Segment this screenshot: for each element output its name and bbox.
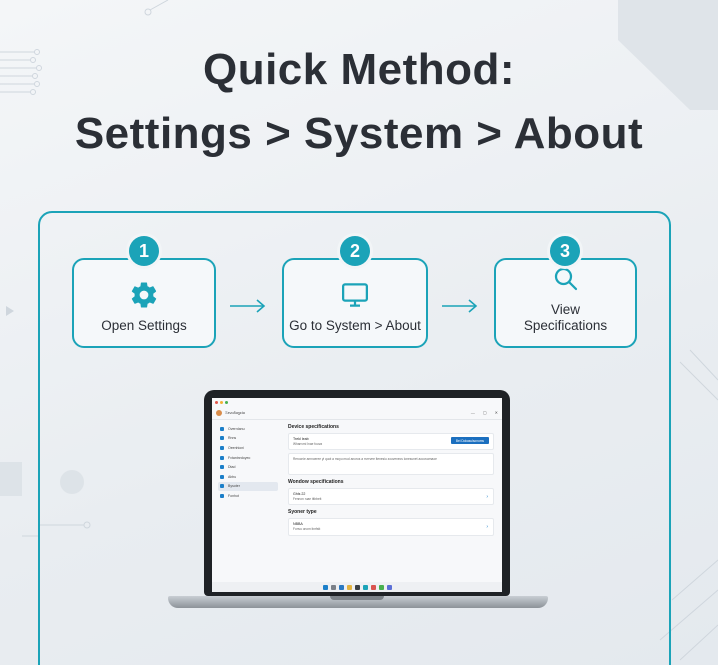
page-title: Quick Method: Settings > System > About (0, 42, 718, 162)
sidebar-item[interactable]: Abhu (218, 472, 278, 482)
taskbar-icon[interactable] (354, 584, 360, 590)
sidebar-item[interactable]: Fvtantnrdoyeo (218, 453, 278, 463)
card-line: Fonvu onom itnrfstt (293, 527, 321, 532)
taskbar-icon[interactable] (386, 584, 392, 590)
title-line-2: Settings > System > About (74, 109, 644, 158)
settings-window-header: Ξενοδοχείο — ▢ ✕ (212, 406, 502, 420)
step-open-settings: Open Settings (72, 258, 216, 348)
sidebar-item[interactable]: Fonhot (218, 491, 278, 501)
step-view-specifications: View Specifications (494, 258, 637, 348)
card-line: Ghls 22 (293, 492, 306, 497)
step-label: Go to System > About (289, 318, 421, 333)
maximize-button[interactable]: ▢ (482, 410, 487, 415)
arrow-right-icon (230, 299, 266, 313)
sidebar-item[interactable]: Dtad (218, 462, 278, 472)
steps-frame (38, 211, 671, 665)
taskbar (212, 582, 502, 592)
sidebar-item[interactable]: Oeenhioni (218, 443, 278, 453)
step-system-about: Go to System > About (282, 258, 428, 348)
windows-spec-heading: Wondow specifications (288, 479, 344, 486)
sidebar-item-active[interactable]: Bysoter (218, 481, 278, 492)
settings-main: Device specifications Trekl leab Whanvmi… (288, 422, 494, 539)
taskbar-icon[interactable] (378, 584, 384, 590)
card-line: Fennon ruae titbbeit (293, 497, 322, 501)
card-line: Whanvmi Inae fouva (293, 441, 323, 446)
step-number-badge: 2 (340, 236, 370, 266)
device-note-card: Rerocnie amnoeree yi quot a moyu mud ano… (288, 453, 494, 476)
windows-spec-card[interactable]: Ghls 22 Fennon ruae titbbeit › (288, 488, 494, 506)
gear-icon (127, 278, 161, 312)
step-label: View Specifications (523, 302, 608, 333)
system-type-card[interactable]: NBBA Fonvu onom itnrfstt › (288, 518, 494, 536)
system-type-heading: Syoner type (288, 509, 317, 516)
copy-button[interactable]: Bei Dokasulsonoms (450, 437, 489, 444)
title-line-1: Quick Method: (202, 45, 516, 94)
settings-sidebar: Overrdanu Rnns Oeenhioni Fvtantnrdoyeo D… (218, 424, 278, 501)
arrow-right-icon (442, 299, 478, 313)
card-line: Trekl leab (293, 437, 309, 441)
start-icon[interactable] (322, 584, 328, 590)
step-number-badge: 1 (129, 236, 159, 266)
taskbar-icon[interactable] (370, 584, 376, 590)
sidebar-item[interactable]: Overrdanu (218, 424, 278, 434)
taskbar-icon[interactable] (346, 584, 352, 590)
card-line: Rerocnie amnoeree yi quot a moyu mud ano… (293, 457, 437, 462)
magnifier-icon (549, 262, 583, 296)
device-spec-card: Trekl leab Whanvmi Inae fouva Bei Dokasu… (288, 433, 494, 451)
avatar (216, 409, 222, 416)
laptop-screen: Ξενοδοχείο — ▢ ✕ Overrdanu Rnns Oeenhion… (212, 398, 502, 592)
step-number-badge: 3 (550, 236, 580, 266)
taskbar-icon[interactable] (338, 584, 344, 590)
chevron-right-icon: › (486, 524, 488, 531)
minimize-button[interactable]: — (470, 410, 475, 415)
card-line: NBBA (293, 522, 303, 527)
close-button[interactable]: ✕ (494, 410, 498, 415)
device-spec-heading: Device specifications (288, 424, 339, 430)
taskbar-icon[interactable] (330, 584, 336, 590)
laptop-notch (330, 596, 384, 600)
laptop-base (168, 596, 548, 608)
window-dots (212, 398, 502, 406)
step-label: Open Settings (101, 318, 187, 333)
sidebar-item[interactable]: Rnns (218, 434, 278, 444)
taskbar-icon[interactable] (362, 584, 368, 590)
monitor-icon (338, 278, 372, 312)
chevron-right-icon: › (486, 494, 488, 501)
app-title: Ξενοδοχείο (225, 410, 245, 415)
